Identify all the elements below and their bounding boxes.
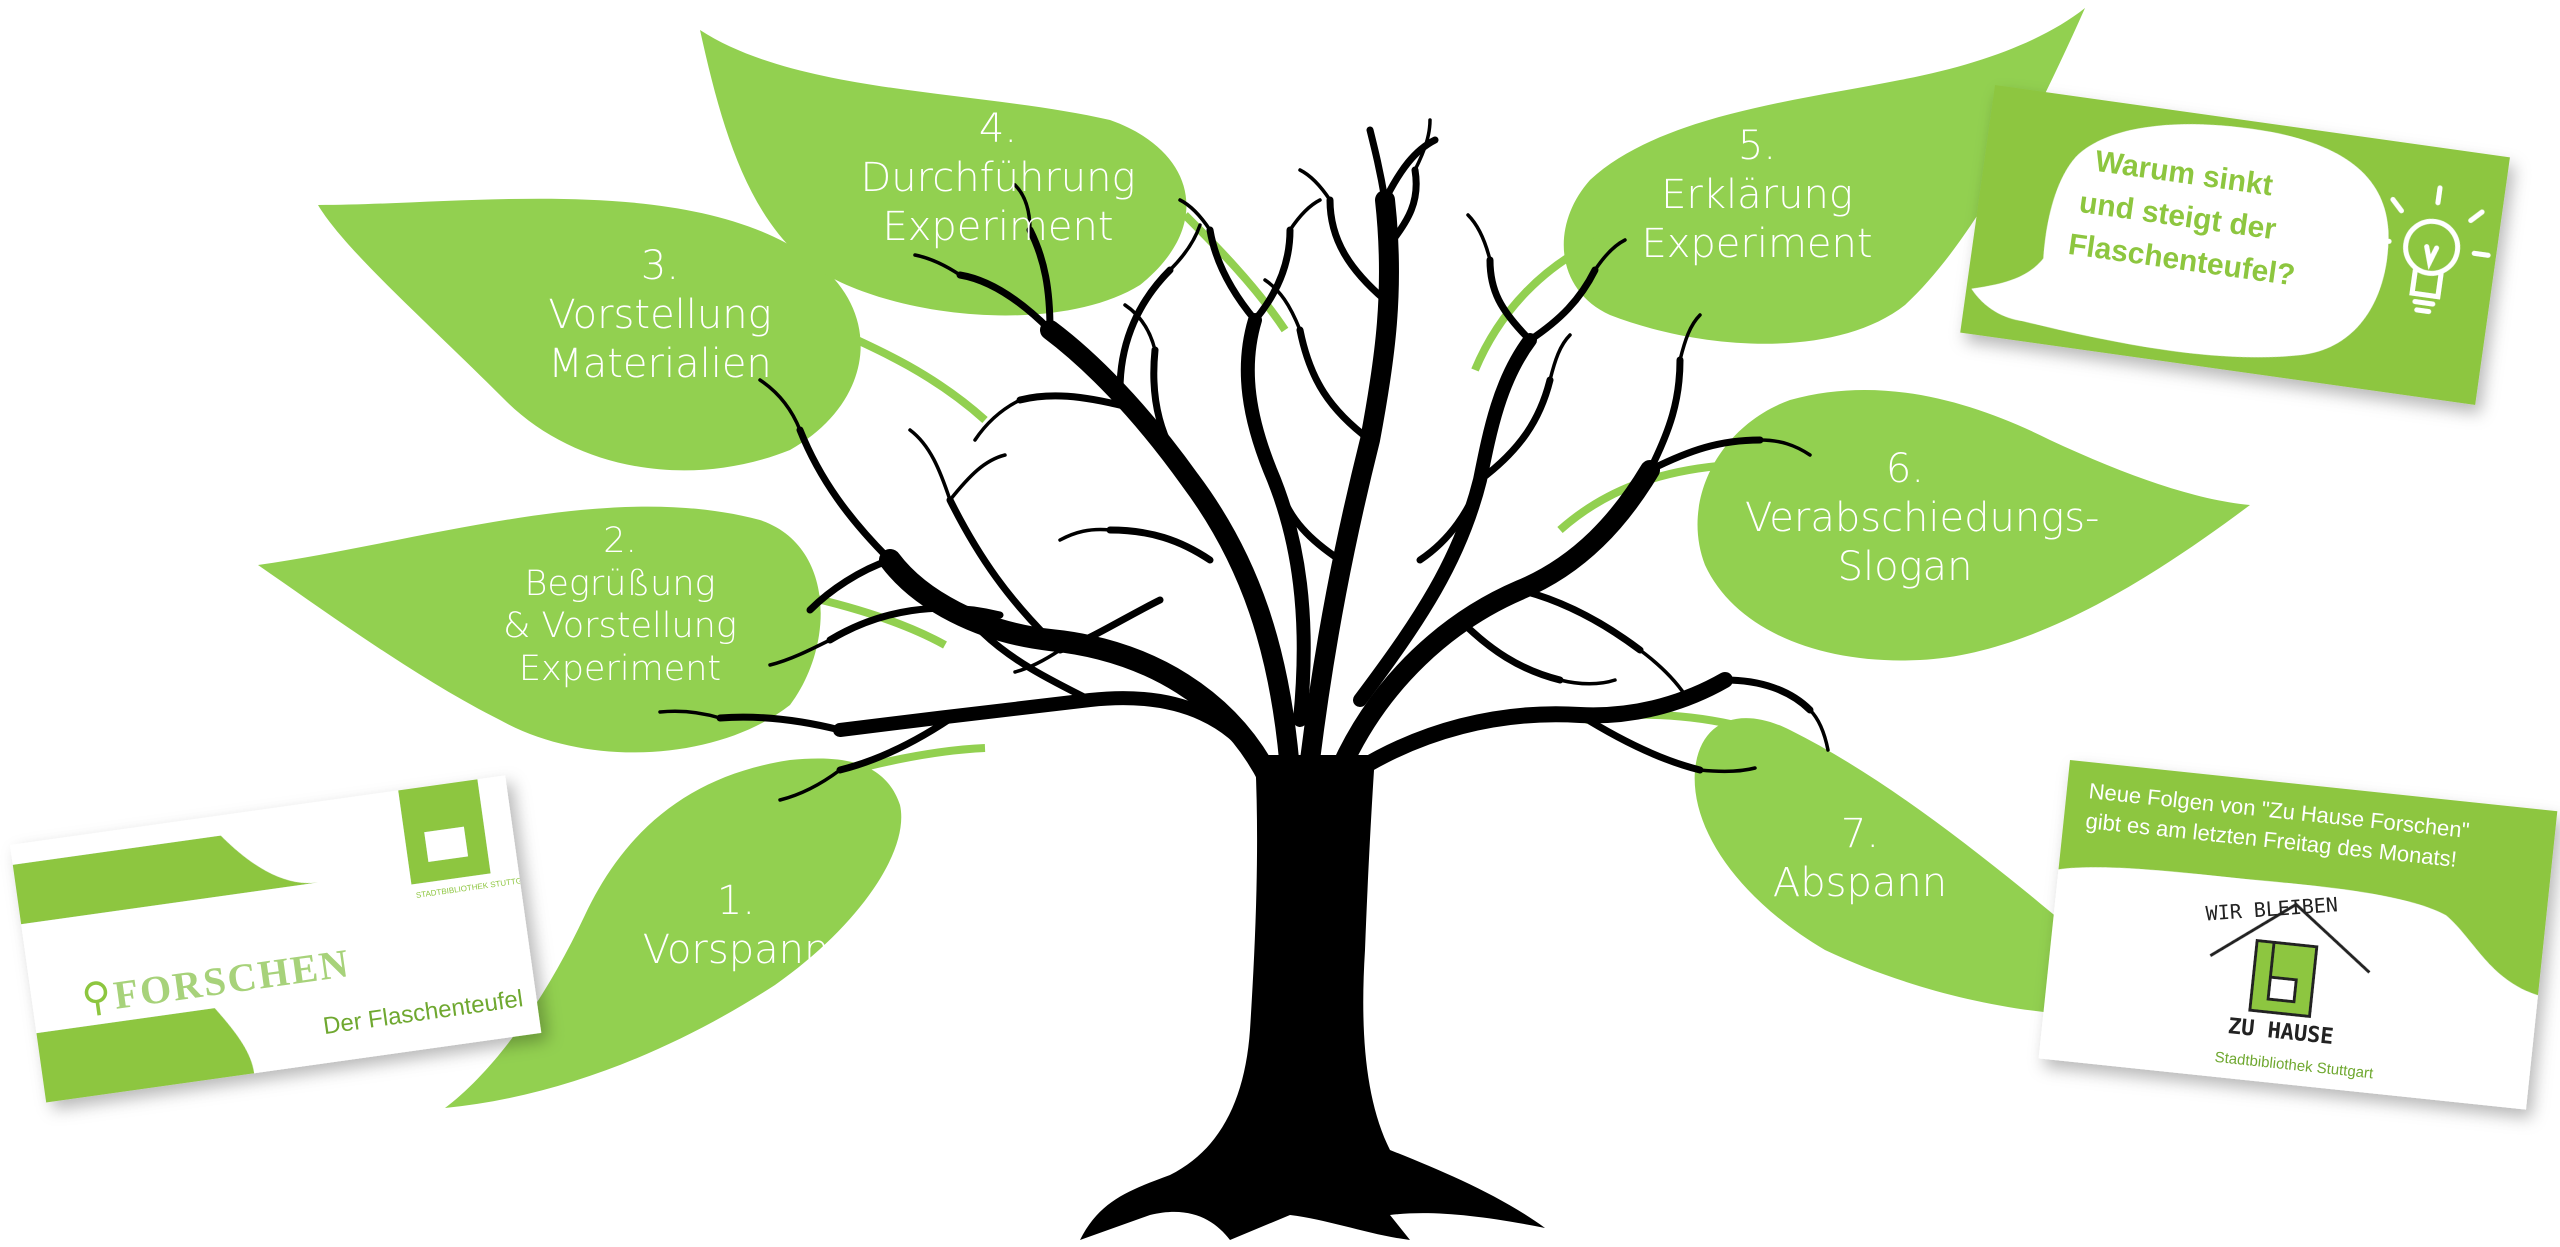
lightbulb-icon — [2372, 185, 2491, 315]
tree-trunk — [1080, 755, 1545, 1240]
leaf-step-3 — [318, 198, 988, 471]
card-intro — [10, 775, 542, 1103]
card-outro-text: Neue Folgen von "Zu Hause Forschen" gibt… — [2039, 760, 2558, 1110]
card-outro — [2038, 760, 2558, 1110]
lightbulb-small-icon: ⚲ — [79, 973, 115, 1022]
intro-subtitle: Der Flaschenteufel — [321, 985, 525, 1041]
sketch-top-text: WIR BLEIBEN — [2204, 892, 2339, 926]
sketch-bottom-text: ZU HAUSE — [2226, 1014, 2335, 1050]
tree-silhouette — [658, 118, 1830, 1240]
leaf-step-4 — [700, 30, 1289, 333]
leaf-step-1 — [445, 744, 986, 1108]
leaf-step-6 — [1557, 389, 2250, 661]
leaf-step-2 — [258, 506, 947, 753]
speech-bubble — [1971, 124, 2389, 358]
wir-bleiben-zu-hause-sketch — [2209, 902, 2371, 1019]
outro-caption: Stadtbibliothek Stuttgart — [2213, 1048, 2375, 1083]
leaf-step-5 — [1471, 8, 2085, 372]
card-question — [1960, 85, 2510, 405]
